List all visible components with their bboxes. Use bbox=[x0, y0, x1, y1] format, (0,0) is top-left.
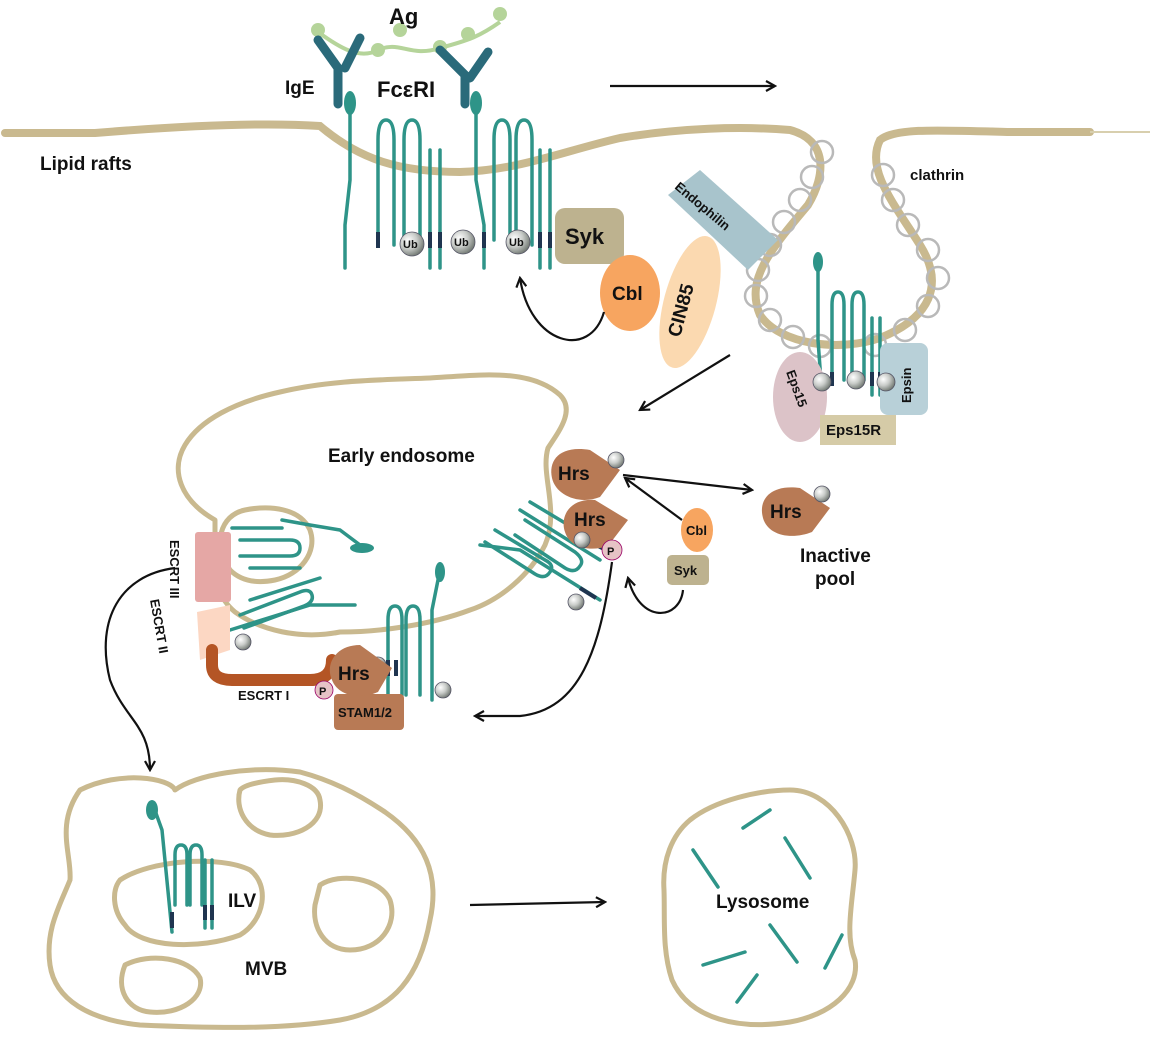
cbl-to-hrs-arrow bbox=[625, 478, 683, 521]
ubiquitin-icon bbox=[607, 451, 625, 469]
hrs-label-upper: Hrs bbox=[558, 464, 590, 485]
endophilin-protein bbox=[668, 170, 778, 270]
cin85-protein bbox=[659, 235, 721, 369]
stam-label: STAM1/2 bbox=[338, 705, 392, 720]
hrs-label-lower: Hrs bbox=[574, 510, 606, 531]
phospho-label-2: P bbox=[319, 686, 326, 698]
eps15r-protein bbox=[820, 415, 896, 445]
ubiquitin-top bbox=[399, 229, 531, 257]
ubiquitin-icon bbox=[813, 485, 831, 503]
fceri-label: FcεRI bbox=[377, 77, 435, 102]
epsin-label: Epsin bbox=[899, 368, 914, 403]
itam-marks-top bbox=[376, 232, 552, 248]
ige-label: IgE bbox=[285, 78, 315, 99]
to-inactive-arrow bbox=[622, 473, 752, 490]
cbl-label-top: Cbl bbox=[612, 284, 643, 305]
cbl-protein bbox=[600, 255, 660, 331]
ige-antibody-left bbox=[313, 33, 365, 109]
endosome-receptor-bud bbox=[230, 518, 374, 570]
escrt-i-complex bbox=[206, 644, 338, 686]
ubiquitin-icon bbox=[812, 372, 832, 392]
hrs-recycle-arrow bbox=[475, 561, 614, 716]
ub-label-1: Ub bbox=[403, 239, 418, 251]
phospho-label-1: P bbox=[607, 546, 614, 558]
receptor-alpha-head-left bbox=[344, 91, 356, 115]
epsin-protein bbox=[880, 343, 928, 415]
lysosome-label: Lysosome bbox=[716, 892, 809, 913]
hrs-label-bottom: Hrs bbox=[338, 664, 370, 685]
receptor-alpha-head-right bbox=[470, 91, 482, 115]
ubiquitin-icon bbox=[505, 229, 531, 255]
mvb-label: MVB bbox=[245, 959, 287, 980]
to-mvb-arrow bbox=[104, 566, 176, 770]
cbl-ubiquitination-arrow bbox=[520, 278, 606, 341]
phospho-site bbox=[601, 539, 623, 561]
syk-label-top: Syk bbox=[565, 224, 605, 249]
to-lysosome-arrow bbox=[469, 902, 605, 905]
ub-label-3: Ub bbox=[509, 237, 524, 249]
ubiquitin-icon bbox=[399, 231, 425, 257]
syk-label-small: Syk bbox=[674, 563, 698, 578]
eps15-protein bbox=[773, 352, 827, 442]
clathrin-coat bbox=[743, 139, 951, 359]
escrt-i-label: ESCRT I bbox=[238, 688, 289, 703]
inactive-pool-label-line1: Inactive bbox=[800, 546, 871, 567]
lysosome-fragments bbox=[691, 808, 844, 1004]
hrs-label-inactive: Hrs bbox=[770, 502, 802, 523]
mvb-receptor bbox=[146, 800, 214, 934]
syk-protein bbox=[555, 208, 624, 264]
escrt-ii-label: ESCRT II bbox=[147, 598, 171, 655]
early-endosome-label: Early endosome bbox=[328, 446, 475, 467]
ubiquitin-icon bbox=[450, 229, 476, 255]
hrs-protein-bottom bbox=[329, 645, 392, 696]
ubiquitin-icon bbox=[876, 372, 896, 392]
ige-antibody-right bbox=[435, 45, 493, 109]
lipid-rafts-label: Lipid rafts bbox=[40, 154, 132, 175]
clathrin-label: clathrin bbox=[910, 167, 964, 184]
cbl-protein-small bbox=[681, 508, 713, 552]
ubiquitin-icon bbox=[573, 531, 591, 549]
hrs-protein-upper bbox=[551, 449, 620, 500]
ubiquitin-icon bbox=[234, 633, 252, 651]
escrt-ii-complex bbox=[197, 605, 230, 660]
eps15r-label: Eps15R bbox=[826, 422, 881, 439]
hrs-protein-inactive bbox=[761, 487, 830, 536]
early-endosome bbox=[175, 372, 569, 638]
ag-label: Ag bbox=[389, 4, 418, 29]
plasma-membrane bbox=[1, 120, 1150, 349]
to-endosome-arrow bbox=[640, 354, 731, 410]
ub-label-2: Ub bbox=[454, 237, 469, 249]
phospho-site bbox=[314, 680, 334, 700]
syk-protein-small bbox=[667, 555, 709, 585]
inactive-pool-label-line2: pool bbox=[815, 569, 855, 590]
ilv-label: ILV bbox=[228, 891, 256, 912]
syk-phospho-arrow bbox=[628, 578, 685, 614]
ubiquitin-icon bbox=[846, 370, 866, 390]
stam-protein bbox=[334, 694, 404, 730]
fceri-receptor-left bbox=[343, 110, 442, 270]
escrt-iii-complex bbox=[195, 532, 231, 602]
ubiquitin-icon bbox=[567, 593, 585, 611]
ubiquitin-icon bbox=[434, 681, 452, 699]
escrt-iii-label: ESCRT III bbox=[167, 540, 182, 599]
lysosome bbox=[661, 787, 859, 1028]
cbl-label-small: Cbl bbox=[686, 523, 707, 538]
